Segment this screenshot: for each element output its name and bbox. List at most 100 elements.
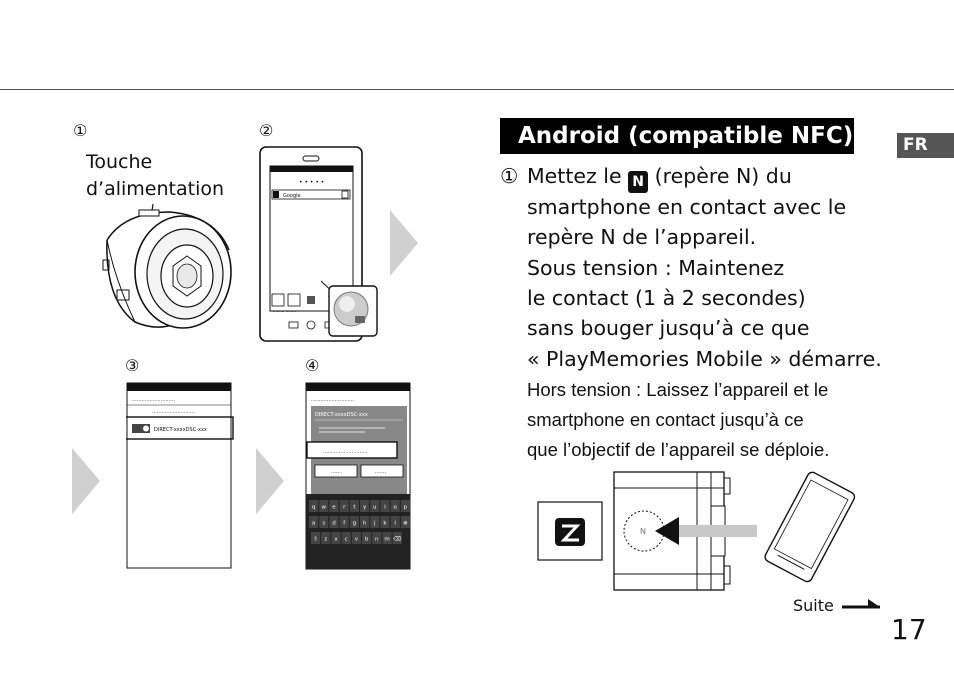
- password-dialog-illustration: ........................... DIRECT-xxxxD…: [305, 382, 411, 570]
- keyboard-key: [400, 500, 410, 512]
- keyboard-key: [400, 516, 410, 528]
- n-mark-icon: N: [628, 171, 649, 193]
- wifi-ssid-text: DIRECT-xxxxDSC-xxx: [154, 427, 207, 433]
- instruction-line-4: Sous tension : Maintenez: [527, 256, 785, 280]
- keyboard-key: [309, 500, 319, 512]
- keyboard-key: [339, 500, 349, 512]
- keyboard-key-label: z: [324, 537, 327, 543]
- keyboard-key: [319, 500, 329, 512]
- keyboard-key: [362, 532, 372, 544]
- instruction-line-6: sans bouger jusqu’à ce que: [527, 316, 810, 340]
- svg-text:...........................: ...........................: [152, 409, 195, 415]
- keyboard-key: [349, 516, 359, 528]
- svg-text:............................: ............................: [323, 449, 368, 455]
- keyboard-key: [370, 516, 380, 528]
- keyboard-key-label: ⇧: [313, 536, 318, 543]
- keyboard-key-label: y: [363, 505, 367, 511]
- keyboard-key-label: b: [365, 537, 369, 543]
- keyboard-key: [321, 532, 331, 544]
- language-tab: FR: [897, 133, 954, 158]
- page-number: 17: [891, 613, 927, 646]
- keyboard-key-label: h: [363, 521, 367, 527]
- lens-camera-illustration: [102, 203, 232, 329]
- power-off-line-3: que l’objectif de l’appareil se déploie.: [527, 439, 830, 460]
- search-field-text: Google: [283, 193, 301, 199]
- keyboard-key-label: k: [383, 521, 387, 527]
- instruction-line-2: smartphone en contact avec le: [527, 195, 847, 219]
- keyboard-key: [370, 500, 380, 512]
- step-arrow-icon-2: [256, 448, 284, 514]
- keyboard-key-label: x: [334, 537, 338, 543]
- keyboard-key: [360, 516, 370, 528]
- keyboard-key: [390, 516, 400, 528]
- keyboard-key: [311, 532, 321, 544]
- keyboard-key: [380, 516, 390, 528]
- step-number-4: ④: [305, 356, 320, 375]
- keyboard-key-label: u: [373, 505, 377, 511]
- power-button-label-line1: Touche: [86, 151, 153, 173]
- keyboard-key: [382, 532, 392, 544]
- instruction-number: ①: [500, 164, 519, 188]
- section-heading: Android (compatible NFC): [500, 118, 854, 154]
- keyboard-key: [341, 532, 351, 544]
- power-off-line-2: smartphone en contact jusqu’à ce: [527, 409, 804, 430]
- keyboard-key-label: s: [322, 521, 325, 527]
- keyboard-key: [380, 500, 390, 512]
- step-number-2: ②: [259, 121, 274, 140]
- keyboard-key-label: f: [343, 521, 346, 527]
- keyboard-key: [349, 500, 359, 512]
- step-number-1: ①: [73, 121, 88, 140]
- svg-text:...........................: ...........................: [311, 397, 354, 403]
- keyboard-key-label: q: [312, 505, 316, 511]
- keyboard-key-label: ⌫: [393, 537, 401, 543]
- keyboard-key-label: i: [384, 505, 386, 511]
- instruction-line-5: le contact (1 à 2 secondes): [527, 286, 806, 310]
- wifi-list-illustration: ........................... ............…: [126, 382, 234, 569]
- svg-text:...........................: ...........................: [132, 397, 175, 403]
- continue-arrow-icon: [842, 599, 880, 609]
- keyboard-key: [360, 500, 370, 512]
- svg-text:.......: .......: [375, 469, 387, 475]
- keyboard-key-label: l: [394, 521, 396, 527]
- keyboard-key-label: t: [353, 505, 356, 511]
- keyboard-key-label: j: [373, 521, 376, 527]
- instruction-line-1b: (repère N) du: [654, 164, 792, 188]
- svg-text:• • • • •: • • • • •: [299, 179, 324, 186]
- instruction-line-3: repère N de l’appareil.: [527, 225, 757, 249]
- keyboard-key: [339, 516, 349, 528]
- nfc-touch-illustration: N: [537, 471, 856, 591]
- smartphone-home-illustration: • • • • • Google ......... ........: [259, 146, 378, 342]
- keyboard-key-label: c: [345, 537, 348, 543]
- keyboard-key: [329, 516, 339, 528]
- keyboard-key-label: n: [375, 537, 379, 543]
- instruction-line-7: « PlayMemories Mobile » démarre.: [527, 347, 882, 371]
- keyboard-key-label: p: [404, 505, 408, 511]
- keyboard-key-label: a: [312, 521, 315, 527]
- keyboard-key-label: r: [343, 505, 346, 511]
- keyboard-key: [331, 532, 341, 544]
- keyboard-key: [351, 532, 361, 544]
- keyboard-key-label: g: [353, 521, 357, 527]
- next-step-arrow-icon: [390, 210, 418, 276]
- instruction-line-1: Mettez le N (repère N) du: [527, 161, 792, 193]
- keyboard-key: [372, 532, 382, 544]
- keyboard-key-label: o: [394, 505, 398, 511]
- keyboard-key-label: ⊗: [403, 521, 408, 527]
- keyboard-key: [319, 516, 329, 528]
- power-button-label-line2: d’alimentation: [86, 178, 225, 200]
- keyboard-key-label: d: [332, 521, 336, 527]
- keyboard-key: [309, 516, 319, 528]
- power-off-line-1: Hors tension : Laissez l’appareil et le: [527, 379, 829, 400]
- instruction-line-1a: Mettez le: [527, 164, 622, 188]
- keyboard-key: [392, 532, 402, 544]
- keyboard-key: [329, 500, 339, 512]
- keyboard-key-label: w: [322, 505, 327, 511]
- step-number-3: ③: [125, 356, 140, 375]
- dialog-title-text: DIRECT-xxxxDSC-xxx: [315, 412, 368, 418]
- keyboard-key-label: e: [332, 505, 336, 511]
- svg-text:......... ........: ......... ........: [273, 308, 296, 313]
- svg-text:.......: .......: [331, 469, 343, 475]
- step-arrow-icon-1: [72, 448, 100, 514]
- top-rule: [0, 89, 954, 90]
